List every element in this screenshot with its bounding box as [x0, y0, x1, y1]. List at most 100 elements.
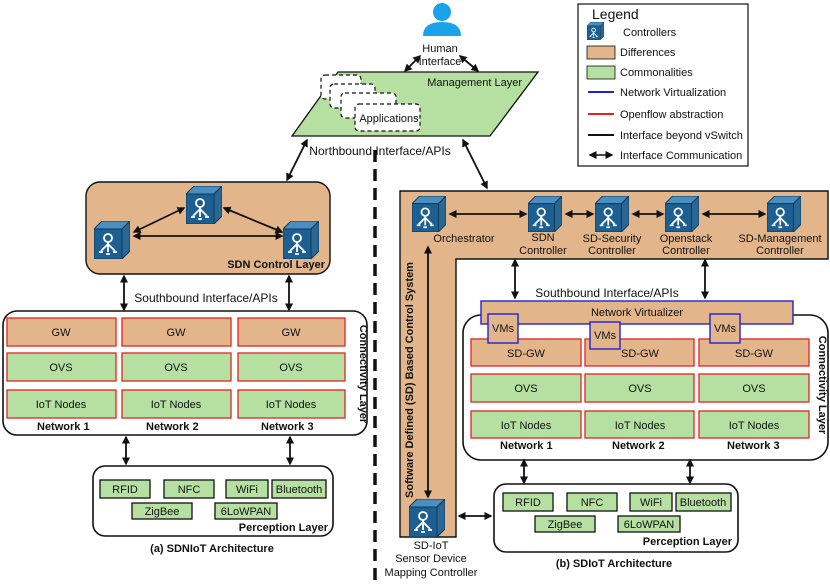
left-network-label: Network 1 — [37, 421, 90, 433]
right-ovs-label: OVS — [742, 383, 765, 395]
mapping-controller-label-2: Sensor Device — [395, 553, 467, 565]
legend-item-openflow: Openflow abstraction — [620, 109, 723, 121]
openstack-label-2: Controller — [662, 245, 710, 257]
left-network-label: Network 2 — [146, 421, 199, 433]
human-interface-label-1: Human — [422, 43, 457, 55]
left-ovs-box — [121, 352, 232, 382]
legend: Legend Controllers Differences Commonali… — [577, 3, 749, 167]
legend-differences-swatch — [586, 45, 616, 60]
left-iot-box — [237, 389, 346, 419]
right-ovs-label: OVS — [514, 383, 537, 395]
left-controller-icon-left — [94, 221, 130, 259]
legend-controller-icon — [587, 22, 604, 40]
right-iot-label: IoT Nodes — [729, 420, 780, 432]
mapping-controller-icon — [409, 499, 445, 537]
left-network-1: GW OVS IoT Nodes Network 1 — [6, 317, 117, 433]
left-connectivity-label: Connectivity Layer — [357, 325, 369, 424]
vms-label-2: VMs — [594, 330, 617, 342]
left-controller-icon-right — [283, 221, 319, 259]
right-connectivity-label: Connectivity Layer — [816, 336, 828, 435]
right-iot-label: IoT Nodes — [501, 420, 552, 432]
sd-gw-label: SD-GW — [621, 348, 660, 360]
left-control-layer-label: SDN Control Layer — [227, 259, 326, 271]
left-gw-label: GW — [167, 327, 187, 339]
left-gw-box — [121, 317, 232, 347]
legend-item-interface: Interface beyond vSwitch — [620, 130, 743, 142]
right-perception-label: Perception Layer — [643, 536, 733, 548]
left-ovs-label: OVS — [49, 362, 72, 374]
vms-box-2 — [589, 321, 621, 350]
left-nfc-label: NFC — [178, 484, 201, 496]
right-southbound-label: Southbound Interface/APIs — [535, 286, 678, 300]
right-wifi-box — [629, 492, 673, 512]
left-sdn-control-layer — [85, 181, 331, 275]
openstack-controller-icon — [665, 196, 699, 232]
left-iot-label: IoT Nodes — [266, 399, 317, 411]
sd-security-label-2: Controller — [588, 245, 636, 257]
right-bluetooth-box — [675, 492, 732, 512]
right-ovs-box — [698, 373, 810, 403]
left-controller-icon-top — [186, 186, 222, 224]
right-network-label: Network 3 — [727, 440, 780, 452]
mapping-controller-label-1: SD-IoT — [414, 540, 449, 552]
left-ovs-box — [6, 352, 117, 382]
right-caption: (b) SDIoT Architecture — [556, 558, 672, 570]
right-6lowpan-box — [617, 515, 681, 533]
left-bluetooth-label: Bluetooth — [276, 484, 322, 496]
legend-title: Legend — [592, 6, 639, 22]
sdn-controller-label-2: Controller — [519, 245, 567, 257]
right-ovs-label: OVS — [628, 383, 651, 395]
left-network-3: GW OVS IoT Nodes Network 3 — [237, 317, 346, 433]
right-iot-box — [584, 410, 695, 439]
orchestrator-controller-icon — [412, 196, 446, 232]
human-interface-label-2: Interface — [419, 56, 462, 68]
legend-item-differences: Differences — [620, 47, 676, 59]
left-southbound-label: Southbound Interface/APIs — [134, 291, 277, 305]
left-rfid-box — [99, 479, 151, 499]
sd-management-label-2: Controller — [756, 245, 804, 257]
left-ovs-box — [237, 352, 346, 382]
human-icon — [423, 3, 461, 36]
left-ovs-label: OVS — [279, 362, 302, 374]
right-zigbee-box — [534, 515, 596, 533]
northbound-right-arrow — [462, 138, 488, 190]
left-wifi-label: WiFi — [236, 484, 258, 496]
sd-control-system-label: Software Defined (SD) Based Control Syst… — [404, 262, 416, 498]
right-nfc-box — [566, 492, 618, 512]
right-network-2: SD-GW OVS IoT Nodes Network 2 — [584, 338, 695, 452]
left-zigbee-box — [131, 502, 193, 520]
sd-management-label-1: SD-Management — [738, 233, 821, 245]
left-network-2: GW OVS IoT Nodes Network 2 — [121, 317, 232, 433]
sd-gw-label: SD-GW — [735, 348, 774, 360]
right-iot-box — [698, 410, 810, 439]
left-ovs-label: OVS — [164, 362, 187, 374]
left-network-label: Network 3 — [261, 421, 314, 433]
right-bluetooth-label: Bluetooth — [680, 497, 726, 509]
right-rfid-box — [502, 492, 554, 512]
sd-security-controller-icon — [595, 196, 629, 232]
legend-item-virtualization: Network Virtualization — [620, 87, 726, 99]
right-6lowpan-label: 6LoWPAN — [624, 519, 675, 531]
legend-item-controllers: Controllers — [623, 27, 677, 39]
right-network-label: Network 1 — [500, 440, 553, 452]
network-virtualizer-label: Network Virtualizer — [591, 307, 683, 319]
human-left-arrow — [403, 54, 422, 73]
left-bluetooth-box — [271, 479, 327, 499]
right-network-label: Network 2 — [612, 440, 665, 452]
legend-box — [577, 3, 749, 167]
left-zigbee-label: ZigBee — [145, 506, 180, 518]
right-network-3: SD-GW OVS IoT Nodes Network 3 — [698, 338, 810, 452]
human-right-arrow — [458, 55, 480, 72]
right-wifi-label: WiFi — [640, 497, 662, 509]
left-gw-box — [237, 317, 346, 347]
left-iot-label: IoT Nodes — [151, 399, 202, 411]
legend-item-commonalities: Commonalities — [620, 67, 693, 79]
application-card-4 — [354, 103, 421, 132]
left-perception-label: Perception Layer — [239, 522, 329, 534]
right-rfid-label: RFID — [515, 497, 541, 509]
left-iot-box — [6, 389, 117, 419]
management-layer-label: Management Layer — [427, 77, 522, 89]
legend-commonalities-swatch — [586, 65, 616, 80]
left-gw-label: GW — [52, 327, 72, 339]
